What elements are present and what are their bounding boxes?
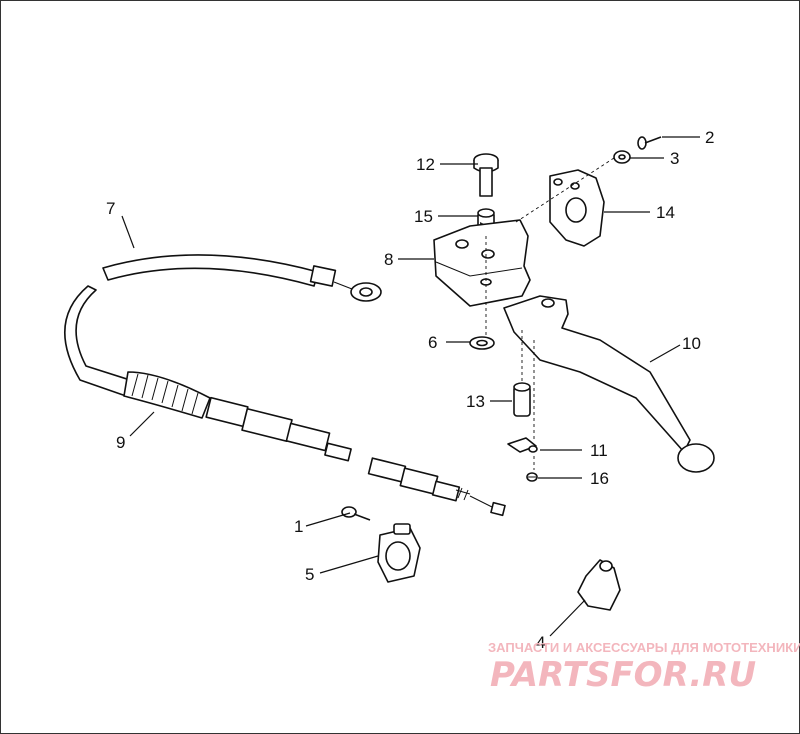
callout-9: 9 (116, 433, 125, 452)
callout-12: 12 (416, 155, 435, 174)
leader-lines (121, 136, 700, 637)
part-4-clip (577, 559, 621, 611)
part-13-pin (513, 382, 531, 417)
watermark-tagline: ЗАПЧАСТИ И АКСЕССУАРЫ ДЛЯ МОТОТЕХНИКИ (488, 640, 800, 655)
part-11-spring-clip (507, 437, 538, 453)
part-7-cable-upper (102, 254, 382, 302)
callout-10: 10 (682, 334, 701, 353)
inner-cable-end (367, 457, 506, 517)
callout-13: 13 (466, 392, 485, 411)
part-3-washer (613, 150, 631, 164)
part-14-clamp-half (549, 169, 605, 247)
part-6-circlip (469, 336, 495, 350)
callout-6: 6 (428, 333, 437, 352)
part-9-cable-lower (63, 285, 352, 462)
callout-8: 8 (384, 250, 393, 269)
part-12-pivot-bolt (473, 153, 499, 197)
callout-4: 4 (536, 633, 545, 652)
callout-1: 1 (294, 517, 303, 536)
callout-15: 15 (414, 207, 433, 226)
part-16-small-screw (526, 472, 538, 482)
callout-3: 3 (670, 149, 679, 168)
callout-2: 2 (705, 128, 714, 147)
callout-14: 14 (656, 203, 675, 222)
callout-16: 16 (590, 469, 609, 488)
part-2-screw (637, 136, 662, 150)
callout-11: 11 (590, 441, 608, 460)
watermark-logo: PARTSFOR.RU (490, 655, 756, 695)
callouts: 1 2 3 4 5 6 7 8 9 10 11 12 13 14 15 16 (106, 128, 714, 652)
part-5-clamp (377, 523, 421, 583)
part-8-bracket (433, 219, 531, 307)
part-10-lever (503, 295, 715, 473)
assembly-lines (485, 157, 615, 470)
callout-5: 5 (305, 565, 314, 584)
watermark: ЗАПЧАСТИ И АКСЕССУАРЫ ДЛЯ МОТОТЕХНИКИ PA… (488, 640, 800, 695)
callout-7: 7 (106, 199, 115, 218)
